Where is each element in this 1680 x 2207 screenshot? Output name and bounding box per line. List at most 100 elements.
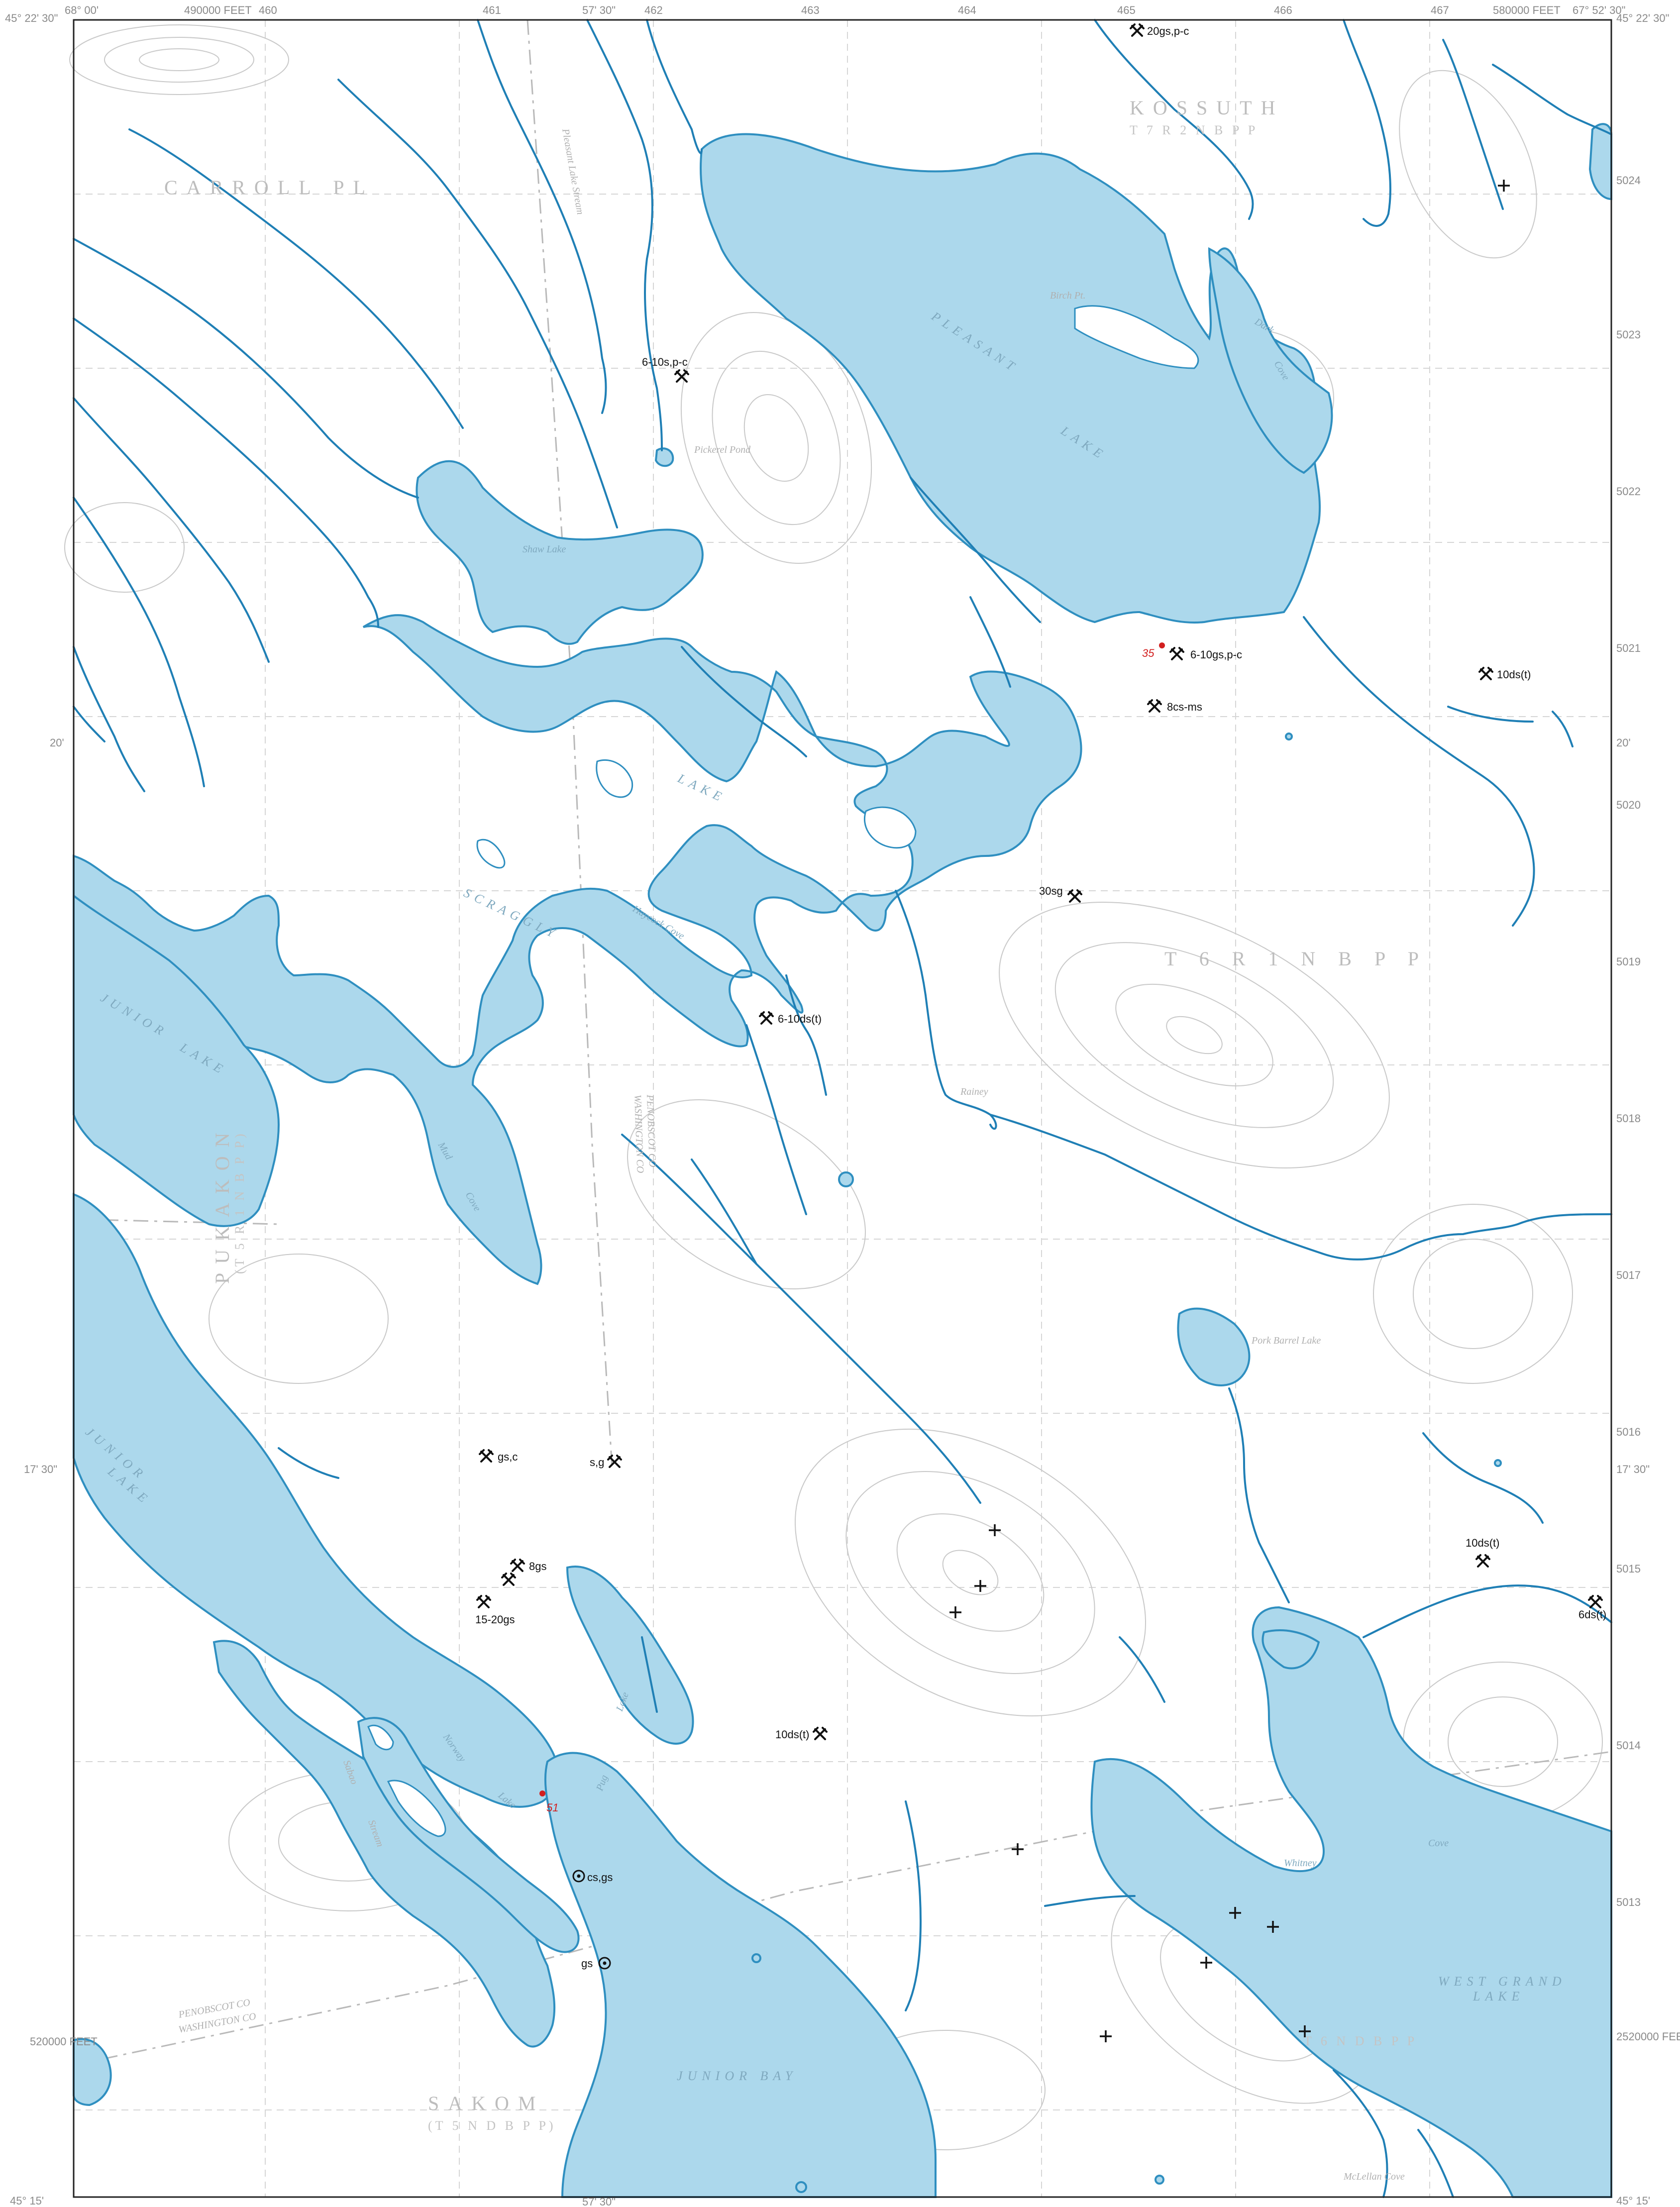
label-west-grand: WEST GRAND (1438, 1974, 1567, 1989)
bedrock-outcrops (949, 180, 1510, 2042)
grid-right-5018: 5018 (1616, 1112, 1641, 1125)
site-label: 8cs-ms (1167, 701, 1202, 713)
site-label: 15-20gs (475, 1613, 515, 1626)
left-mid-lat: 20' (50, 736, 64, 749)
site-label: 6-10gs,p-c (1190, 648, 1242, 661)
town-sakom: SAKOM (428, 2092, 544, 2114)
pug-lake (566, 1566, 694, 1745)
label-rainey: Rainey (960, 1086, 988, 1097)
site-label: 6-10s,p-c (642, 356, 688, 368)
town-pukakon: PUKAKON (211, 1124, 233, 1284)
label-west-grand-lake: LAKE (1472, 1989, 1525, 2003)
town-t5nd: (T 5 N D B P P) (428, 2118, 556, 2133)
site-label: 10ds(t) (1497, 668, 1531, 681)
town-t6nd: T 6 N D B P P (1304, 2034, 1417, 2048)
pickerel-pond (654, 447, 674, 467)
sample-label: 51 (546, 1801, 558, 1814)
bottom-right-lat: 45° 15' (1616, 2195, 1650, 2207)
site-label: 8gs (529, 1560, 546, 1573)
scraggly-lake (73, 614, 1082, 1285)
label-junior-bay: JUNIOR BAY (677, 2069, 797, 2083)
town-kossuth: KOSSUTH (1130, 97, 1284, 119)
top-mid-lon: 57' 30" (582, 4, 616, 16)
shaw-lake (416, 460, 704, 645)
site-label: cs,gs (587, 1871, 613, 1884)
grid-right-5015: 5015 (1616, 1563, 1641, 1575)
label-pickerel-pond: Pickerel Pond (694, 444, 751, 455)
site-label: 10ds(t) (775, 1728, 809, 1741)
junior-lake-north (73, 893, 280, 1227)
west-grand-lake (1090, 1606, 1612, 2198)
outcrop-cross-icon (1229, 1907, 1241, 1919)
left-mid-lat2: 17' 30" (24, 1463, 57, 1475)
outcrop-cross-icon (974, 1580, 986, 1592)
horseshoe-lake (73, 2038, 112, 2106)
bottom-mid-lon: 57' 30" (582, 2196, 616, 2207)
outcrop-cross-icon (1100, 2030, 1112, 2042)
outcrop-cross-icon (1299, 2025, 1311, 2037)
dark-cove (1208, 247, 1333, 474)
borehole-sites: cs,gs gs (572, 1870, 613, 1970)
site-label: 6ds(t) (1578, 1608, 1606, 1621)
label-whitney: Whitney (1284, 1858, 1317, 1869)
water-bodies (73, 123, 1612, 2198)
whitney-cove-bay (1261, 1629, 1320, 1670)
pork-barrel-lake (1177, 1307, 1251, 1386)
grid-right-5023: 5023 (1616, 328, 1641, 341)
grid-top-465: 465 (1117, 4, 1136, 16)
grid-right-5022: 5022 (1616, 485, 1641, 498)
outcrop-cross-icon (1200, 1957, 1212, 1969)
top-left-lon: 68° 00' (65, 4, 99, 16)
grid-right-5014: 5014 (1616, 1739, 1641, 1752)
grid-top-460: 460 (259, 4, 277, 16)
site-label: 10ds(t) (1466, 1537, 1499, 1549)
easting-top-left: 490000 FEET (184, 4, 252, 16)
junior-lake-bay (212, 1640, 556, 2048)
sample-dot-icon (539, 1790, 545, 1796)
town-t6r1: T 6 R 1 N B P P (1164, 947, 1428, 970)
streams (73, 19, 1612, 2198)
well-icon (598, 1957, 611, 1970)
outcrop-cross-icon (1498, 180, 1510, 192)
grid-right-5017: 5017 (1616, 1269, 1641, 1281)
gravel-pit-sites: 20gs,p-c 6-10s,p-c 6-10gs,p-c 8cs-ms 10d… (475, 23, 1606, 1741)
town-carroll: CARROLL PL (164, 176, 374, 199)
site-label: 20gs,p-c (1147, 25, 1189, 37)
town-t5r1: (T 5 R 1 N B P P) (232, 1131, 247, 1274)
right-mid-lat: 20' (1616, 736, 1631, 749)
well-icon (577, 1874, 581, 1878)
top-right-lon: 67° 52' 30" (1573, 4, 1625, 16)
bottom-left-lat: 45° 15' (10, 2195, 44, 2207)
northing-bottom-right: 2520000 FEET (1616, 2030, 1680, 2043)
islands (367, 305, 1199, 1837)
grid-right-5024: 5024 (1616, 174, 1641, 187)
grid-top-461: 461 (483, 4, 501, 16)
county-penobscot-1: PENOBSCOT CO (644, 1094, 658, 1167)
well-icon (572, 1870, 585, 1883)
sample-points: 35 51 (539, 642, 1165, 1814)
grid-right-5016: 5016 (1616, 1426, 1641, 1438)
label-pork-barrel: Pork Barrel Lake (1251, 1335, 1321, 1346)
grid-right-5020: 5020 (1616, 799, 1641, 811)
outcrop-cross-icon (949, 1606, 961, 1618)
grid-top-467: 467 (1431, 4, 1449, 16)
grid-top-463: 463 (801, 4, 820, 16)
sample-label: 35 (1142, 647, 1155, 659)
outcrop-cross-icon (1267, 1921, 1279, 1933)
easting-top-right: 580000 FEET (1493, 4, 1561, 16)
top-right-lat: 45° 22' 30" (1616, 12, 1669, 24)
well-icon (603, 1961, 607, 1965)
right-mid-lat2: 17' 30" (1616, 1463, 1650, 1475)
outcrop-cross-icon (989, 1524, 1001, 1536)
map-frame (73, 19, 1612, 2198)
label-mclellan-cove: McLellan Cove (1343, 2171, 1405, 2182)
outcrop-cross-icon (1012, 1843, 1024, 1855)
site-label: 30sg (1039, 885, 1063, 897)
northing-left: 520000 FEET (30, 2035, 98, 2048)
label-birch-pt: Birch Pt. (1050, 290, 1085, 301)
grid-top-462: 462 (644, 4, 663, 16)
grid-right-5013: 5013 (1616, 1896, 1641, 1908)
top-left-lat: 45° 22' 30" (5, 12, 58, 24)
edge-labels: 45° 22' 30" 68° 00' 67° 52' 30" 45° 22' … (5, 4, 1680, 2207)
